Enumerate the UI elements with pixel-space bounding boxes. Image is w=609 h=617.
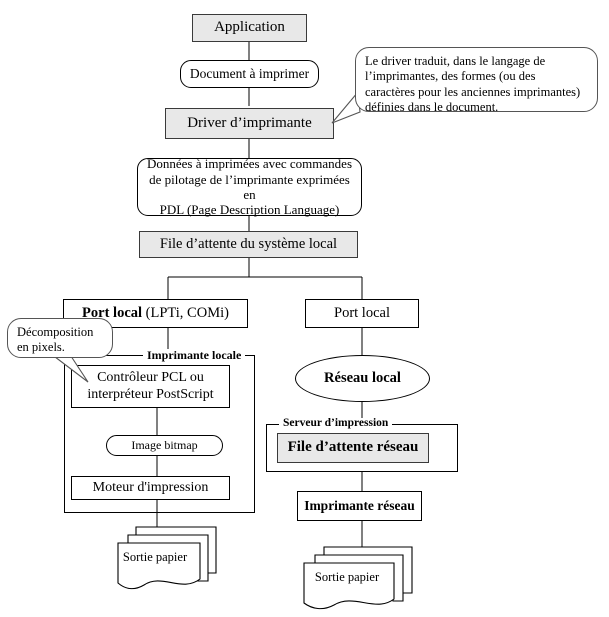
sortie-papier-reseau-label: Sortie papier [314, 570, 380, 584]
node-image-bitmap[interactable]: Image bitmap [106, 435, 223, 456]
port-local-bold-text: Port local [82, 304, 143, 321]
multidocument-shape [117, 526, 217, 590]
sortie-papier-local-label: Sortie papier [122, 550, 188, 564]
node-document-a-imprimer[interactable]: Document à imprimer [180, 60, 319, 88]
group-label-imprimante-locale: Imprimante locale [143, 349, 246, 361]
node-file-attente-systeme-local[interactable]: File d’attente du système local [139, 231, 358, 258]
node-pdl-data[interactable]: Données à imprimées avec commandes de pi… [137, 156, 362, 217]
node-port-local-right[interactable]: Port local [305, 299, 419, 328]
node-driver-imprimante[interactable]: Driver d’imprimante [165, 108, 334, 139]
node-file-attente-reseau[interactable]: File d’attente réseau [277, 433, 429, 463]
callout-driver-note: Le driver traduit, dans le langage de l’… [355, 47, 598, 114]
node-sortie-papier-reseau[interactable]: Sortie papier [300, 543, 418, 615]
callout-pixel-note: Décomposition en pixels. [7, 318, 113, 358]
port-local-plain-text: (LPTi, COMi) [142, 304, 229, 321]
group-label-serveur-impression: Serveur d’impression [279, 417, 393, 430]
node-application[interactable]: Application [192, 14, 307, 42]
multidocument-shape [303, 546, 413, 610]
node-imprimante-reseau[interactable]: Imprimante réseau [297, 491, 422, 521]
node-controleur-pcl[interactable]: Contrôleur PCL ou interpréteur PostScrip… [71, 365, 230, 408]
node-reseau-local[interactable]: Réseau local [295, 355, 430, 402]
node-sortie-papier-local[interactable]: Sortie papier [110, 523, 222, 595]
node-moteur-impression[interactable]: Moteur d'impression [71, 476, 230, 500]
